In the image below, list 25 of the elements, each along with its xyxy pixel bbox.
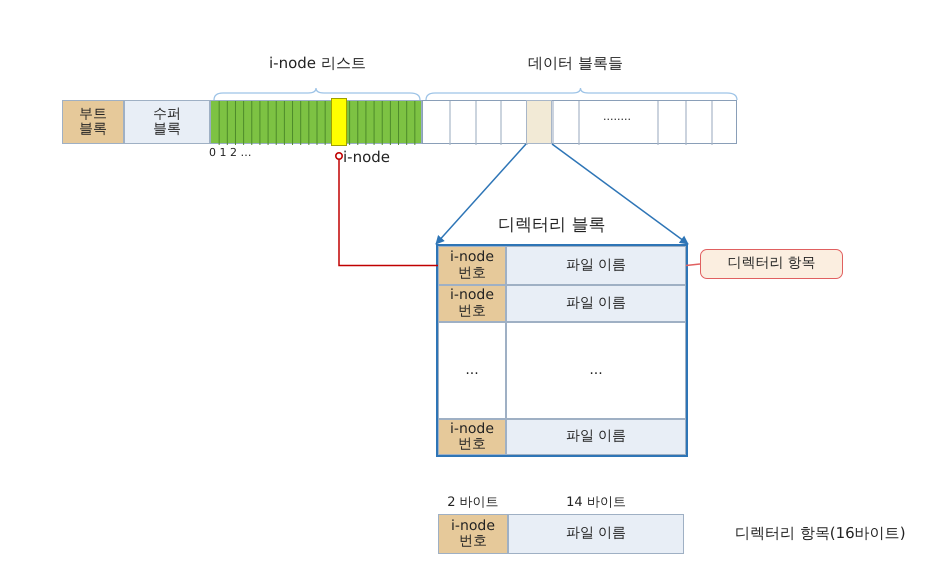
- cell-label: i-node: [343, 149, 390, 166]
- file-name-cell: 파일 이름: [508, 514, 684, 554]
- inode-number-cell: i-node 번호: [438, 246, 506, 285]
- selected-data-block: [526, 100, 552, 144]
- inode-number-cell: i-node 번호: [438, 285, 506, 322]
- ellipsis-text: ........: [603, 111, 631, 124]
- entry-size-label: 디렉터리 항목(16바이트): [735, 524, 906, 543]
- inode-number-cell: i-node 번호: [438, 419, 506, 455]
- section-heading: i-node 리스트: [269, 55, 366, 72]
- file-name-cell: 파일 이름: [506, 285, 686, 322]
- callout-box: 디렉터리 항목: [700, 249, 843, 279]
- file-name-cell: 파일 이름: [506, 246, 686, 285]
- arrow: [435, 144, 527, 245]
- byte-size-label: 2 바이트: [447, 494, 499, 511]
- super-block: 수퍼 블록: [124, 100, 210, 144]
- arrow: [552, 143, 689, 245]
- byte-size-label: 14 바이트: [566, 494, 626, 511]
- ellipsis-cell: ...: [438, 322, 506, 419]
- section-heading: 데이터 블록들: [528, 55, 623, 72]
- table-title: 디렉터리 블록: [498, 216, 606, 235]
- index-numbers: 0 1 2 …: [209, 147, 252, 160]
- file-name-cell: 파일 이름: [506, 419, 686, 455]
- boot-block: 부트 블록: [62, 100, 124, 144]
- ellipsis-cell: ...: [506, 322, 686, 419]
- inode-number-cell: i-node 번호: [438, 514, 508, 554]
